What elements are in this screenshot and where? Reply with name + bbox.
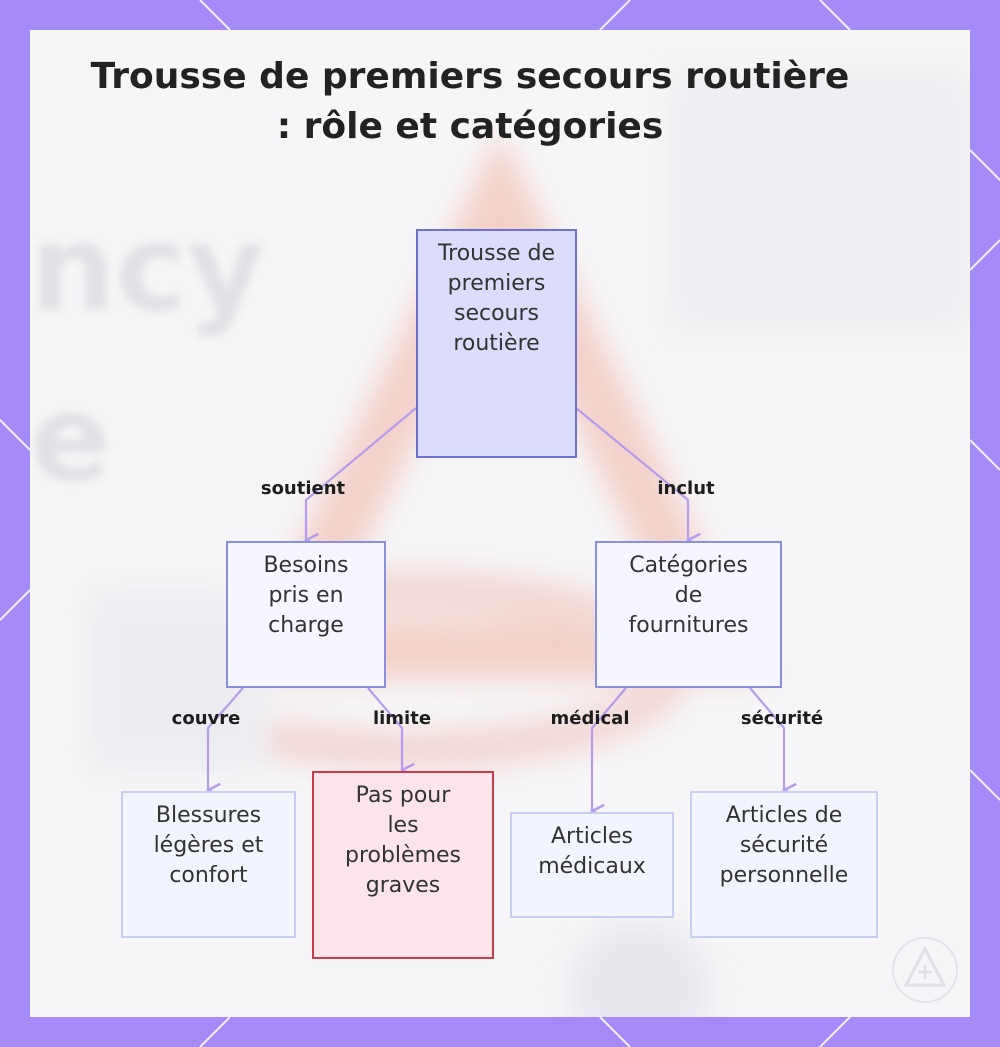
node-label: Trousse de premiers secours routière (437, 241, 556, 356)
edge-label-inclut: inclut (657, 478, 715, 499)
edge-root-besoins (306, 407, 417, 540)
edge-label-limite: limite (372, 708, 432, 729)
node-blessures: Blessures légères et confort (121, 791, 296, 938)
edge-besoins-blessures (208, 687, 244, 790)
node-medicaux: Articles médicaux (510, 812, 674, 918)
node-label: Besoins pris en charge (263, 553, 349, 638)
edge-root-categories (575, 407, 688, 540)
edge-label-couvre: couvre (171, 708, 241, 729)
watermark-icon (892, 937, 958, 1003)
node-label: Articles de sécurité personnelle (719, 803, 849, 888)
node-trousse: Trousse de premiers secours routière (416, 229, 577, 458)
edge-categories-securite (749, 687, 784, 790)
node-securite: Articles de sécurité personnelle (690, 791, 878, 938)
edge-label-securite: sécurité (740, 708, 824, 729)
background-letters: ncy (30, 200, 265, 339)
edge-label-medical: médical (550, 708, 630, 729)
edge-besoins-graves (367, 687, 402, 770)
node-graves: Pas pour les problèmes graves (312, 771, 494, 959)
node-label: Articles médicaux (538, 824, 646, 879)
background-letters: e (30, 370, 112, 509)
node-besoins: Besoins pris en charge (226, 541, 386, 688)
node-label: Pas pour les problèmes graves (344, 783, 462, 898)
edge-label-soutient: soutient (260, 478, 346, 499)
node-label: Blessures légères et confort (153, 803, 264, 888)
node-categories: Catégories de fournitures (595, 541, 782, 688)
edge-categories-medicaux (592, 687, 627, 811)
node-label: Catégories de fournitures (628, 553, 749, 638)
diagram-title: Trousse de premiers secours routière : r… (90, 56, 850, 147)
